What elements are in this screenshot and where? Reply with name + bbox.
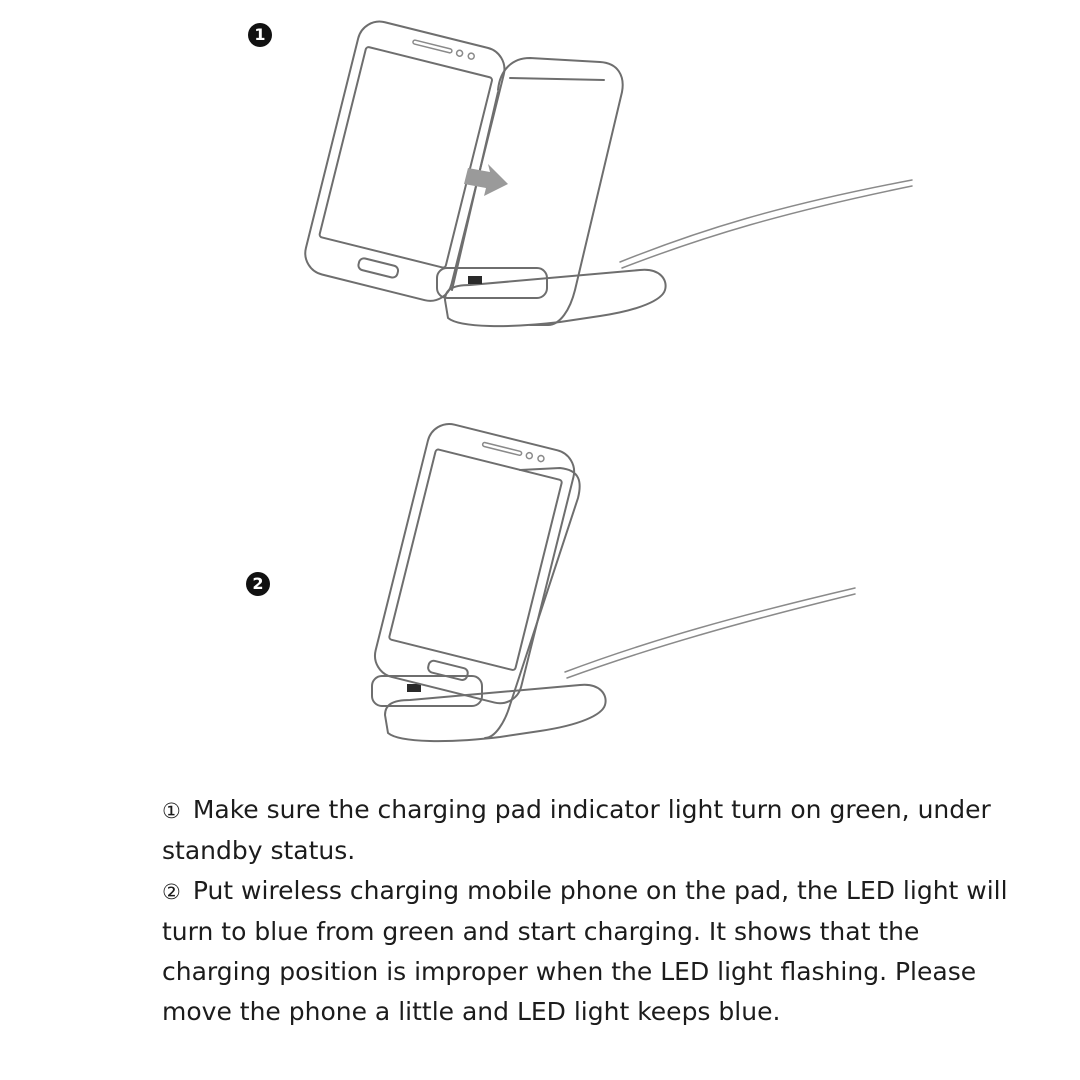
step-2-text: Put wireless charging mobile phone on th… — [162, 876, 1008, 1026]
arrow-right-icon — [464, 164, 508, 196]
step-1-badge: 1 — [248, 23, 272, 47]
step-1-text: Make sure the charging pad indicator lig… — [162, 795, 991, 865]
phone-approaching-charger-illustration — [304, 20, 913, 328]
step-2-badge: 2 — [246, 572, 270, 596]
phone-on-charger-illustration — [371, 423, 856, 743]
step-2-marker: ② — [162, 880, 181, 904]
step-1-marker: ① — [162, 799, 181, 823]
